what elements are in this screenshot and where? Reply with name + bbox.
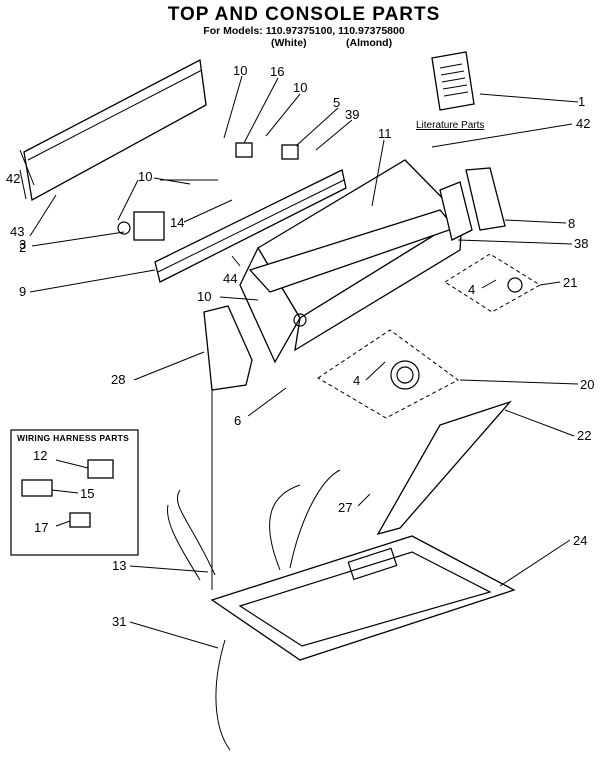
- part-22-lint-screen: [376, 400, 513, 536]
- part-3-timer: [133, 211, 165, 241]
- part-16-switch: [235, 142, 253, 158]
- part-21-knob: [507, 277, 523, 293]
- callout-28: 28: [111, 372, 125, 387]
- callout-5: 5: [333, 95, 340, 110]
- callout-44: 44: [223, 271, 237, 286]
- callout-10d: 10: [197, 289, 211, 304]
- leader-lines: [19, 75, 579, 649]
- part-20-knob: [390, 360, 420, 390]
- callout-2: 2: [19, 240, 26, 255]
- callout-43: 43: [10, 224, 24, 239]
- callout-16: 16: [270, 64, 284, 79]
- page-title: TOP AND CONSOLE PARTS: [167, 4, 441, 25]
- callout-11: 11: [378, 126, 392, 141]
- part-24-top: [210, 535, 516, 661]
- callout-42b: 42: [576, 116, 590, 131]
- variant-almond: (Almond): [346, 37, 393, 49]
- part-38-end-cap: [439, 181, 473, 241]
- callout-10c: 10: [138, 169, 152, 184]
- parts-drawing: [10, 51, 541, 751]
- part-2-back-panel: [23, 58, 207, 202]
- literature-parts-label: Literature Parts: [416, 120, 485, 131]
- wiring-harness-box: [10, 429, 139, 556]
- callout-13: 13: [112, 558, 126, 573]
- variant-white: (White): [271, 37, 307, 49]
- part-5-switch: [281, 144, 299, 160]
- callout-9: 9: [19, 284, 26, 299]
- callout-10a: 10: [233, 63, 247, 78]
- model-numbers: For Models: 110.97375100, 110.97375800: [203, 25, 405, 37]
- callout-3: 3: [19, 237, 26, 252]
- part-28-side-cover: [203, 305, 253, 391]
- callout-4b: 4: [353, 373, 360, 388]
- callout-4a: 4: [468, 282, 475, 297]
- callout-38: 38: [574, 236, 588, 251]
- callout-24: 24: [573, 533, 587, 548]
- callout-10b: 10: [293, 80, 307, 95]
- callout-14: 14: [170, 215, 184, 230]
- callout-20: 20: [580, 377, 594, 392]
- part-8-end-panel: [465, 167, 506, 231]
- callout-27: 27: [338, 500, 352, 515]
- callout-42a: 42: [6, 171, 20, 186]
- callout-6: 6: [234, 413, 241, 428]
- callout-21: 21: [563, 275, 577, 290]
- callout-22: 22: [577, 428, 591, 443]
- callout-31: 31: [112, 614, 126, 629]
- callout-8: 8: [568, 216, 575, 231]
- callout-15: 15: [80, 486, 94, 501]
- callout-39: 39: [345, 107, 359, 122]
- wiring-harness-title: WIRING HARNESS PARTS: [17, 433, 130, 443]
- callout-1: 1: [578, 94, 585, 109]
- callouts: 10 16 10 5 39 1 42 11 42 43 2 10 14 3 9 …: [6, 63, 594, 629]
- callout-17: 17: [34, 520, 48, 535]
- callout-12: 12: [33, 448, 47, 463]
- part-1-literature: [431, 51, 475, 111]
